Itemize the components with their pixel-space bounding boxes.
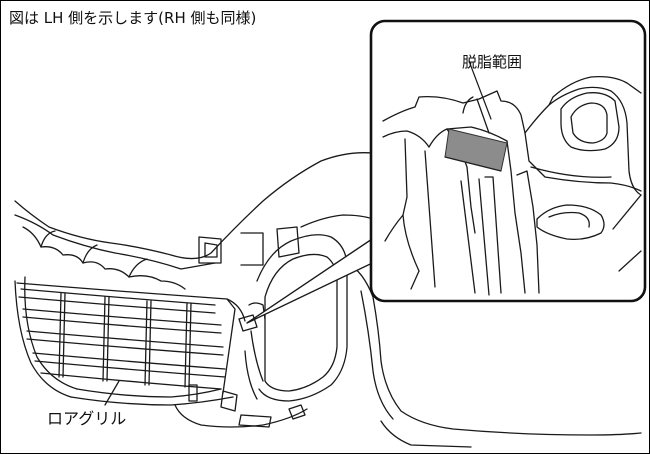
- lower-grille-label: ロアグリル: [47, 409, 127, 428]
- bumper-body: [14, 152, 642, 448]
- part-label-leader: [104, 380, 120, 406]
- callout-pointer: [246, 232, 390, 324]
- orientation-note: 図は LH 側を示します(RH 側も同様): [9, 9, 257, 27]
- detail-inset: [369, 19, 647, 303]
- lower-grille: [16, 282, 246, 394]
- degreasing-area-label: 脱脂範囲: [462, 53, 523, 71]
